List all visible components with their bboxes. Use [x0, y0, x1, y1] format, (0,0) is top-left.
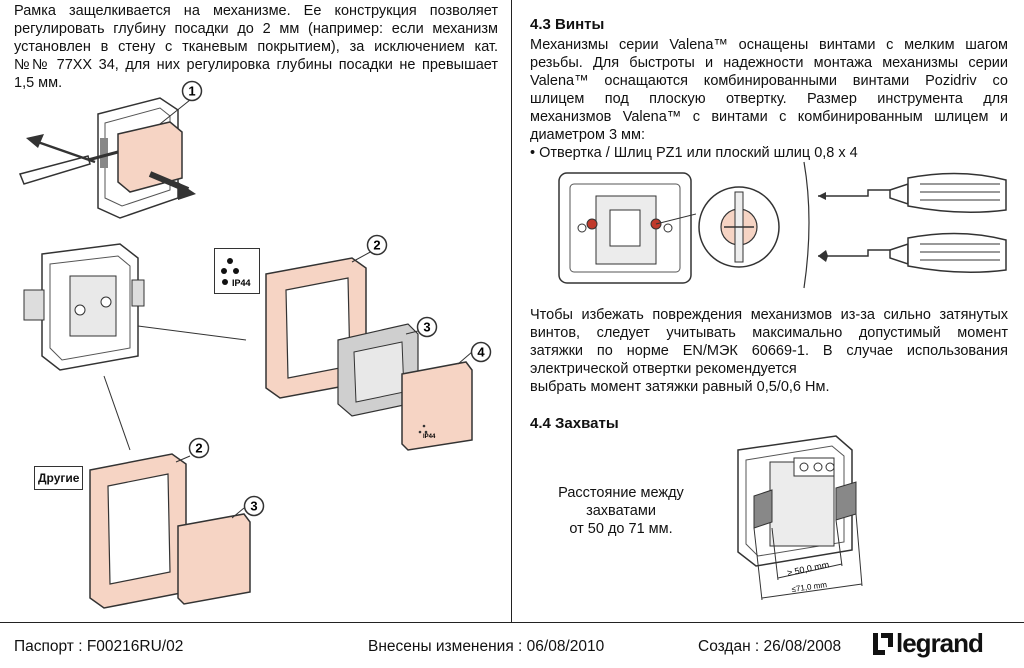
intro-line: установлен в стену с тканевым покрытием)… — [14, 39, 498, 55]
svg-text:2: 2 — [373, 238, 380, 253]
claws-caption-line: захватами — [586, 503, 656, 519]
connector-lines — [103, 325, 247, 451]
screw-head-zoom-icon — [698, 186, 780, 268]
intro-text: Рамка защелкивается на механизме. Ее кон… — [14, 2, 498, 92]
legrand-logo: legrand — [872, 628, 984, 659]
callout-1: 1 — [181, 80, 203, 102]
footer-passport: Паспорт : F00216RU/02 — [14, 638, 184, 655]
screws-line: механизмов Valena™ с винтами с комбиниро… — [530, 109, 1008, 125]
frame-standard-illustration — [89, 453, 251, 609]
screwdrivers-illustration — [803, 161, 1007, 289]
callout-4: 4 — [470, 341, 492, 363]
torque-line: электрической отвертки рекомендуется — [530, 361, 797, 377]
frame-removal-illustration — [18, 97, 196, 219]
mechanism-illustration — [23, 243, 145, 371]
intro-line: Рамка защелкивается на механизме. Ее кон… — [14, 3, 498, 19]
frame-ip44-illustration: IP44 — [265, 249, 473, 451]
torque-line: Чтобы избежать повреждения механизмов из… — [530, 307, 1008, 323]
mechanism-screws-illustration — [558, 172, 696, 284]
screwdriver-spec: • Отвертка / Шлиц PZ1 или плоский шлиц 0… — [530, 145, 858, 161]
footer-divider — [0, 622, 1024, 623]
svg-text:≥ 50,0 mm: ≥ 50,0 mm — [786, 559, 830, 578]
claws-caption-line: Расстояние между — [558, 485, 684, 501]
claws-caption: Расстояние между захватами от 50 до 71 м… — [538, 484, 704, 538]
intro-line: 1,5 мм. — [14, 75, 63, 91]
intro-line: №№ 77XX 34, для них регулировка глубины … — [14, 57, 498, 73]
callout-2: 2 — [366, 234, 388, 256]
svg-text:1: 1 — [188, 84, 195, 99]
section-heading-screws: 4.3 Винты — [530, 16, 605, 33]
callout-2b: 2 — [188, 437, 210, 459]
screws-line: шлицем под плоскую отвертку. Размер инст… — [530, 91, 1008, 107]
other-models-label: Другие — [34, 466, 84, 490]
svg-text:4: 4 — [477, 345, 485, 360]
footer-created: Создан : 26/08/2008 — [698, 638, 842, 655]
svg-text:≤71,0 mm: ≤71,0 mm — [791, 580, 828, 594]
section-heading-claws: 4.4 Захваты — [530, 415, 619, 432]
ip44-symbol-box: IP44 — [214, 248, 260, 294]
screws-line: резьбы. Для быстроты и надежности монтаж… — [530, 55, 1008, 71]
claws-caption-line: от 50 до 71 мм. — [569, 521, 673, 537]
screws-line: Механизмы серии Valena™ оснащены винтами… — [530, 37, 1008, 53]
svg-text:2: 2 — [195, 441, 202, 456]
torque-line: выбрать момент затяжки равный 0,5/0,6 Нм… — [530, 379, 830, 395]
torque-line: винтов, следует учитывать максимально до… — [530, 325, 1008, 341]
screws-line: Valena™ оснащаются комбинированными винт… — [530, 73, 1008, 89]
ip44-drops-icon: IP44 — [221, 258, 251, 288]
column-divider — [511, 0, 512, 622]
svg-text:IP44: IP44 — [232, 278, 251, 288]
torque-line: затяжки по норме EN/МЭК 60669-1. В случа… — [530, 343, 1008, 359]
claws-illustration: ≥ 50,0 mm ≤71,0 mm — [737, 435, 863, 601]
legrand-logo-icon — [873, 632, 893, 655]
screws-line: диаметром 3 мм: — [530, 127, 646, 143]
svg-text:3: 3 — [250, 499, 257, 514]
legrand-wordmark: legrand — [896, 628, 984, 658]
screws-text: Механизмы серии Valena™ оснащены винтами… — [530, 36, 1008, 162]
footer-changes: Внесены изменения : 06/08/2010 — [368, 638, 605, 655]
callout-3b: 3 — [243, 495, 265, 517]
intro-line: регулировать глубину посадки до 2 мм (на… — [14, 21, 498, 37]
svg-text:IP44: IP44 — [423, 434, 436, 440]
svg-text:3: 3 — [423, 320, 430, 335]
torque-text: Чтобы избежать повреждения механизмов из… — [530, 306, 1008, 396]
callout-3: 3 — [416, 316, 438, 338]
